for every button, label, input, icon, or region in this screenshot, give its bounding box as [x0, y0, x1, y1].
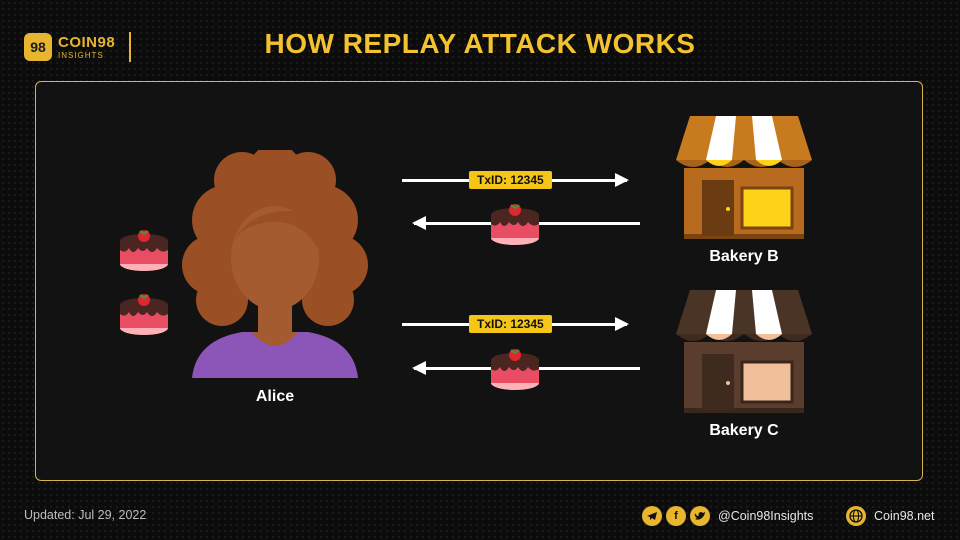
alice-illustration [182, 150, 368, 378]
txid-badge-b: TxID: 12345 [469, 171, 552, 189]
bakery-c-label: Bakery C [709, 422, 779, 439]
logo-divider [129, 32, 132, 62]
twitter-icon[interactable] [690, 506, 710, 526]
cake-icon [120, 294, 168, 335]
cake-icon [120, 230, 168, 271]
facebook-icon[interactable]: f [666, 506, 686, 526]
bakery-c-shop-icon [676, 290, 812, 413]
cake-icon [491, 204, 539, 245]
logo-subtitle: INSIGHTS [58, 50, 104, 60]
website-url[interactable]: Coin98.net [874, 509, 935, 523]
social-links: f @Coin98Insights [642, 506, 813, 526]
cake-icon [491, 349, 539, 390]
bakery-b-shop-icon [676, 116, 812, 239]
brand-logo: 98 COIN98 INSIGHTS [24, 32, 132, 62]
social-handle[interactable]: @Coin98Insights [718, 509, 814, 523]
page-title: HOW REPLAY ATTACK WORKS [264, 28, 696, 59]
coin98-logo-icon: 98 [24, 33, 52, 61]
txid-badge-c: TxID: 12345 [469, 315, 552, 333]
telegram-icon[interactable] [642, 506, 662, 526]
bakery-b-label: Bakery B [709, 248, 779, 265]
updated-date: Updated: Jul 29, 2022 [24, 508, 147, 522]
logo-name: COIN98 [58, 33, 116, 51]
website-link: Coin98.net [846, 506, 934, 526]
globe-icon [846, 506, 866, 526]
alice-label: Alice [255, 388, 295, 405]
